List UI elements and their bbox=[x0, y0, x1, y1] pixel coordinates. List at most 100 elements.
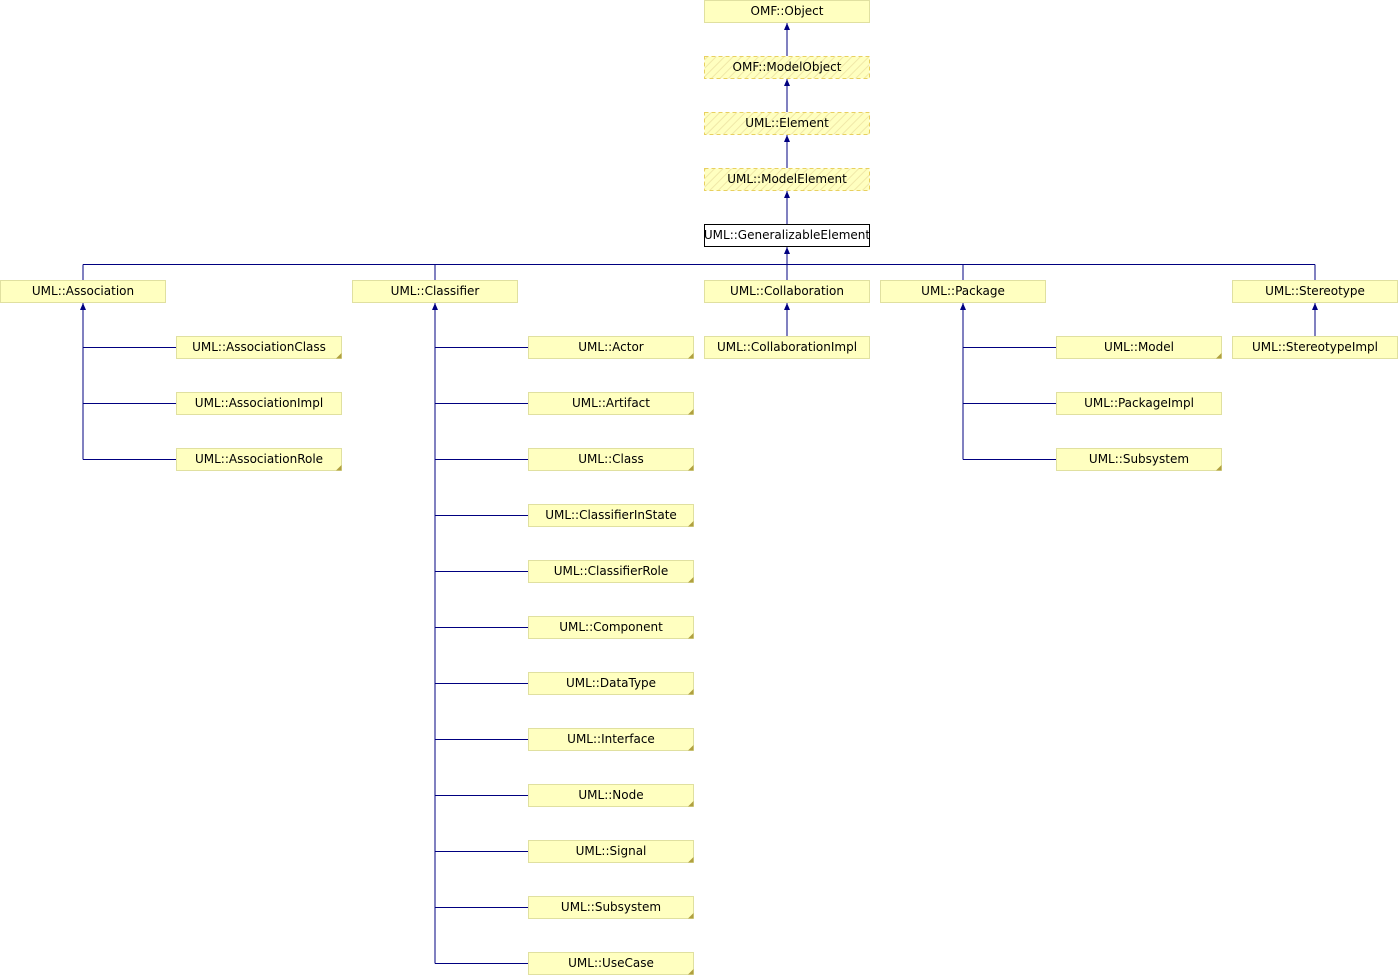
edge-layer bbox=[80, 23, 1318, 964]
class-node-uml-modelelement[interactable]: UML::ModelElement bbox=[704, 168, 870, 191]
class-node-label: OMF::ModelObject bbox=[733, 60, 842, 74]
class-node-uml-association[interactable]: UML::Association bbox=[0, 280, 166, 303]
class-node-uml-subsystem-package[interactable]: UML::Subsystem bbox=[1056, 448, 1222, 471]
node-corner-mark bbox=[688, 465, 694, 471]
class-node-label: UML::CollaborationImpl bbox=[717, 340, 857, 354]
class-node-uml-model[interactable]: UML::Model bbox=[1056, 336, 1222, 359]
node-corner-mark bbox=[688, 577, 694, 583]
class-node-uml-classifier[interactable]: UML::Classifier bbox=[352, 280, 518, 303]
class-node-label: UML::Signal bbox=[576, 844, 647, 858]
class-node-box bbox=[0, 280, 166, 303]
class-node-box bbox=[528, 728, 694, 751]
class-node-box bbox=[704, 56, 870, 79]
node-corner-mark bbox=[688, 409, 694, 415]
class-node-box bbox=[704, 336, 870, 359]
node-corner-mark bbox=[688, 969, 694, 975]
class-node-box bbox=[528, 560, 694, 583]
class-node-label: UML::GeneralizableElement bbox=[704, 228, 870, 242]
class-node-label: UML::AssociationClass bbox=[192, 340, 326, 354]
class-node-box bbox=[1056, 448, 1222, 471]
class-node-uml-stereotypeimpl[interactable]: UML::StereotypeImpl bbox=[1232, 336, 1398, 359]
class-node-label: UML::Subsystem bbox=[561, 900, 661, 914]
class-node-uml-associationclass[interactable]: UML::AssociationClass bbox=[176, 336, 342, 359]
class-node-uml-collaborationimpl[interactable]: UML::CollaborationImpl bbox=[704, 336, 870, 359]
class-node-uml-usecase[interactable]: UML::UseCase bbox=[528, 952, 694, 975]
inheritance-arrowhead bbox=[80, 303, 86, 310]
class-node-box bbox=[704, 168, 870, 191]
class-node-label: UML::DataType bbox=[566, 676, 656, 690]
class-node-uml-component[interactable]: UML::Component bbox=[528, 616, 694, 639]
class-node-label: UML::ClassifierInState bbox=[545, 508, 677, 522]
class-node-box bbox=[528, 784, 694, 807]
inheritance-arrowhead bbox=[784, 135, 790, 142]
class-node-uml-classifierinstate[interactable]: UML::ClassifierInState bbox=[528, 504, 694, 527]
class-node-box bbox=[704, 280, 870, 303]
node-corner-mark bbox=[688, 857, 694, 863]
class-node-label: UML::PackageImpl bbox=[1084, 396, 1194, 410]
class-node-uml-associationrole[interactable]: UML::AssociationRole bbox=[176, 448, 342, 471]
class-node-box bbox=[1056, 392, 1222, 415]
node-corner-mark bbox=[688, 745, 694, 751]
class-node-label: UML::Class bbox=[578, 452, 643, 466]
class-node-box bbox=[528, 896, 694, 919]
class-node-box bbox=[528, 448, 694, 471]
class-node-box bbox=[528, 840, 694, 863]
class-node-uml-actor[interactable]: UML::Actor bbox=[528, 336, 694, 359]
node-corner-mark bbox=[688, 801, 694, 807]
class-node-label: UML::StereotypeImpl bbox=[1252, 340, 1378, 354]
class-node-box bbox=[1056, 336, 1222, 359]
class-node-box bbox=[176, 392, 342, 415]
class-node-uml-interface[interactable]: UML::Interface bbox=[528, 728, 694, 751]
node-corner-mark bbox=[1216, 353, 1222, 359]
class-node-box bbox=[528, 336, 694, 359]
inheritance-arrowhead bbox=[784, 79, 790, 86]
node-corner-mark bbox=[688, 913, 694, 919]
class-node-label: UML::Classifier bbox=[391, 284, 480, 298]
class-node-label: UML::Node bbox=[578, 788, 643, 802]
class-node-box bbox=[528, 504, 694, 527]
class-node-label: UML::Element bbox=[745, 116, 829, 130]
class-node-uml-datatype[interactable]: UML::DataType bbox=[528, 672, 694, 695]
class-node-uml-classifierrole[interactable]: UML::ClassifierRole bbox=[528, 560, 694, 583]
class-node-label: UML::Subsystem bbox=[1089, 452, 1189, 466]
node-corner-mark bbox=[688, 521, 694, 527]
inheritance-arrowhead bbox=[784, 247, 790, 254]
class-node-uml-subsystem-classifier[interactable]: UML::Subsystem bbox=[528, 896, 694, 919]
class-node-box bbox=[528, 616, 694, 639]
class-node-uml-element[interactable]: UML::Element bbox=[704, 112, 870, 135]
class-node-uml-associationimpl[interactable]: UML::AssociationImpl bbox=[176, 392, 342, 415]
inheritance-arrowhead bbox=[432, 303, 438, 310]
class-node-label: OMF::Object bbox=[751, 4, 824, 18]
class-node-uml-packageimpl[interactable]: UML::PackageImpl bbox=[1056, 392, 1222, 415]
class-node-uml-collaboration[interactable]: UML::Collaboration bbox=[704, 280, 870, 303]
class-node-label: UML::Actor bbox=[578, 340, 644, 354]
class-node-uml-artifact[interactable]: UML::Artifact bbox=[528, 392, 694, 415]
class-node-uml-node[interactable]: UML::Node bbox=[528, 784, 694, 807]
class-node-box bbox=[528, 392, 694, 415]
class-node-box bbox=[352, 280, 518, 303]
class-node-uml-class[interactable]: UML::Class bbox=[528, 448, 694, 471]
node-corner-mark bbox=[336, 353, 342, 359]
class-node-uml-signal[interactable]: UML::Signal bbox=[528, 840, 694, 863]
class-node-uml-generalizableelement[interactable]: UML::GeneralizableElement bbox=[704, 224, 870, 247]
class-node-omf-modelobject[interactable]: OMF::ModelObject bbox=[704, 56, 870, 79]
inheritance-arrowhead bbox=[784, 303, 790, 310]
class-node-box bbox=[528, 952, 694, 975]
class-node-uml-stereotype[interactable]: UML::Stereotype bbox=[1232, 280, 1398, 303]
class-node-box bbox=[176, 336, 342, 359]
class-node-label: UML::Interface bbox=[567, 732, 655, 746]
class-node-label: UML::Package bbox=[921, 284, 1005, 298]
class-node-label: UML::AssociationImpl bbox=[195, 396, 323, 410]
class-node-box bbox=[880, 280, 1046, 303]
class-node-label: UML::Collaboration bbox=[730, 284, 844, 298]
node-corner-mark bbox=[688, 353, 694, 359]
node-corner-mark bbox=[336, 465, 342, 471]
class-node-box bbox=[528, 672, 694, 695]
class-node-label: UML::ModelElement bbox=[727, 172, 847, 186]
node-corner-mark bbox=[1216, 465, 1222, 471]
class-node-omf-object[interactable]: OMF::Object bbox=[704, 0, 870, 23]
inheritance-arrowhead bbox=[960, 303, 966, 310]
class-node-uml-package[interactable]: UML::Package bbox=[880, 280, 1046, 303]
class-node-box bbox=[704, 224, 870, 247]
